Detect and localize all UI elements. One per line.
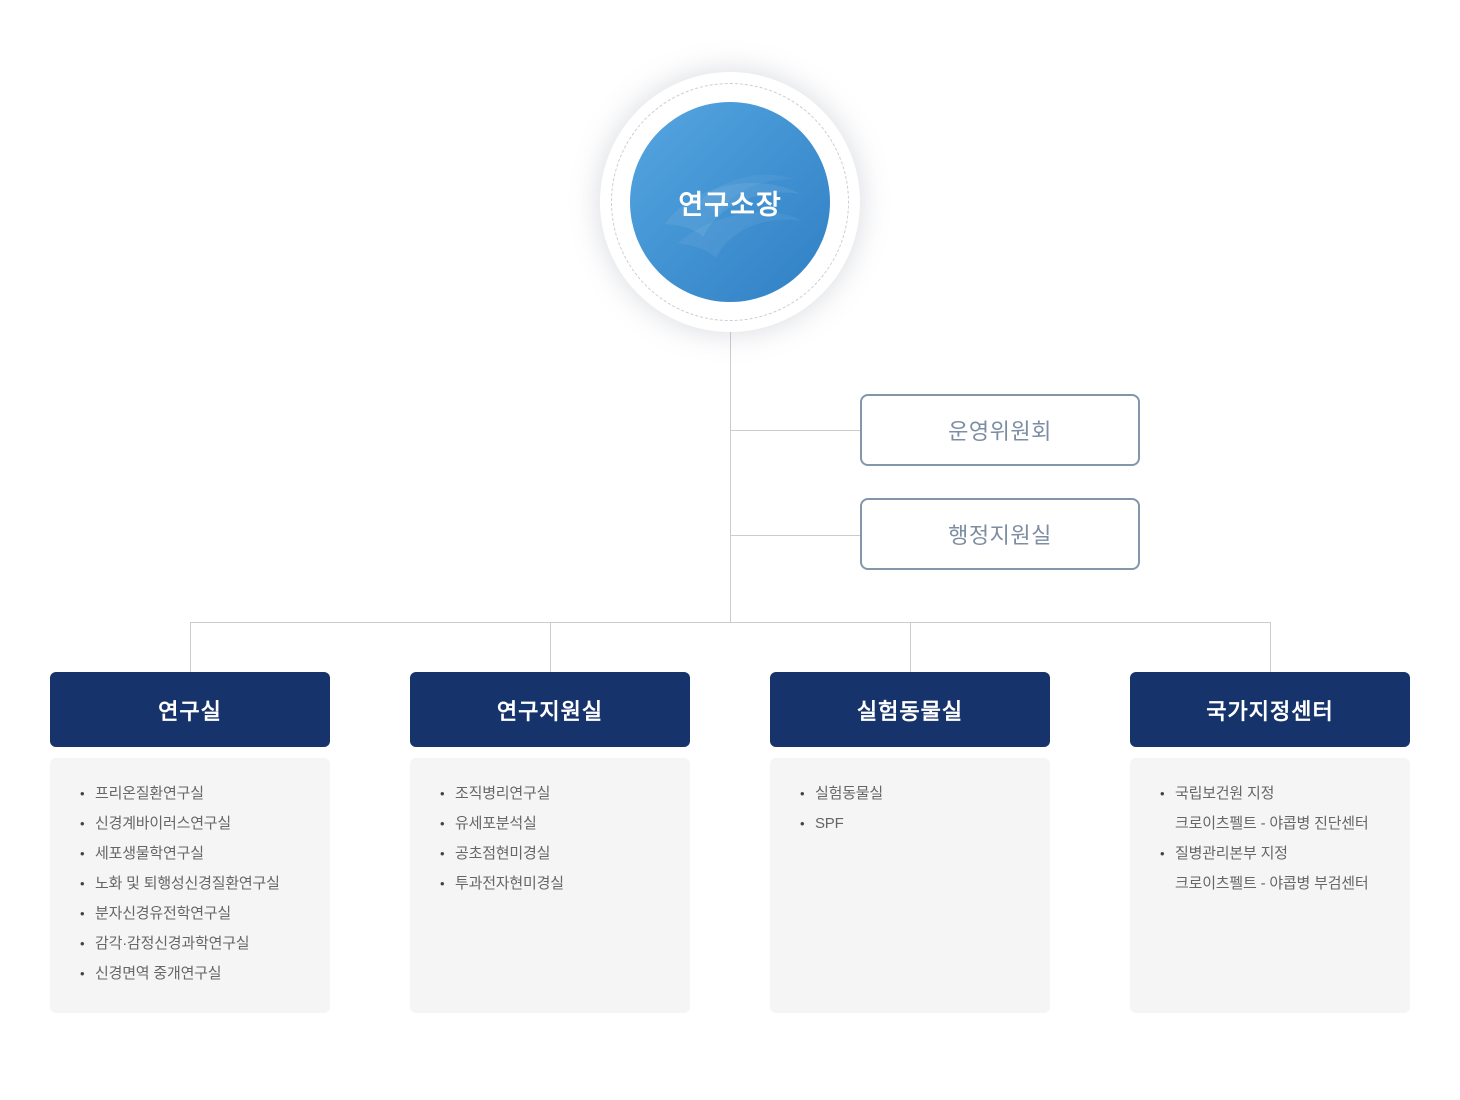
list-item: • 투과전자현미경실: [440, 869, 676, 899]
list-item: • 신경계바이러스연구실: [80, 809, 316, 839]
logo-watermark-icon: [665, 174, 803, 258]
staff-box-label: 행정지원실: [948, 523, 1052, 548]
root-node: 연구소장: [600, 72, 860, 332]
dept-header: 실험동물실: [770, 672, 1050, 747]
staff-box-label: 운영위원회: [948, 419, 1052, 444]
dept-item-list: • 실험동물실 • SPF: [770, 758, 1050, 1013]
list-item: • 노화 및 퇴행성신경질환연구실: [80, 869, 316, 899]
list-item-text: SPF: [815, 815, 844, 832]
list-item: • 감각·감정신경과학연구실: [80, 929, 316, 959]
dept-column-research-labs: 연구실 • 프리온질환연구실 • 신경계바이러스연구실 • 세포생물학연구실 • 노화 및 퇴…: [50, 672, 330, 1013]
list-item: • 분자신경유전학연구실: [80, 899, 316, 929]
list-item-text: 유세포분석실: [455, 815, 537, 832]
list-item: • 조직병리연구실: [440, 779, 676, 809]
list-item-text: 공초점현미경실: [455, 845, 551, 862]
bullet-icon: •: [80, 876, 85, 891]
list-item-text: 프리온질환연구실: [95, 785, 204, 802]
dept-title: 연구지원실: [496, 698, 604, 724]
bullet-icon: •: [80, 786, 85, 801]
staff-box-admin-support: 행정지원실: [860, 498, 1140, 570]
bullet-icon: •: [1160, 786, 1165, 801]
bullet-icon: •: [800, 816, 805, 831]
list-item: • 세포생물학연구실: [80, 839, 316, 869]
dept-header: 연구지원실: [410, 672, 690, 747]
list-item-text: 신경계바이러스연구실: [95, 815, 232, 832]
dept-item-list: • 프리온질환연구실 • 신경계바이러스연구실 • 세포생물학연구실 • 노화 및 퇴행성신경…: [50, 758, 330, 1013]
connector-branch-staff-1: [730, 430, 860, 431]
list-item-text: 세포생물학연구실: [95, 845, 204, 862]
dept-column-research-support: 연구지원실 • 조직병리연구실 • 유세포분석실 • 공초점현미경실 • 투과전자현미경실: [410, 672, 690, 1013]
dept-title: 실험동물실: [856, 698, 964, 724]
bullet-icon: •: [80, 816, 85, 831]
connector-stub-dept-3: [910, 622, 911, 672]
list-item: • 프리온질환연구실: [80, 779, 316, 809]
list-item-text: 투과전자현미경실: [455, 875, 564, 892]
list-item: • 유세포분석실: [440, 809, 676, 839]
list-item: • 신경면역 중개연구실: [80, 959, 316, 989]
bullet-icon: •: [1160, 846, 1165, 861]
dept-title: 연구실: [158, 698, 222, 724]
bullet-icon: •: [800, 786, 805, 801]
dept-item-list: • 조직병리연구실 • 유세포분석실 • 공초점현미경실 • 투과전자현미경실: [410, 758, 690, 1013]
connector-branch-staff-2: [730, 535, 860, 536]
connector-distributor: [190, 622, 1271, 623]
bullet-icon: •: [80, 936, 85, 951]
bullet-icon: •: [440, 846, 445, 861]
bullet-icon: •: [80, 906, 85, 921]
dept-header: 연구실: [50, 672, 330, 747]
dept-column-lab-animal: 실험동물실 • 실험동물실 • SPF: [770, 672, 1050, 1013]
dept-header: 국가지정센터: [1130, 672, 1410, 747]
connector-stub-dept-4: [1270, 622, 1271, 672]
list-item-text: 분자신경유전학연구실: [95, 905, 232, 922]
list-item-text: 조직병리연구실: [455, 785, 551, 802]
list-item-text: 실험동물실: [815, 785, 884, 802]
connector-stub-dept-1: [190, 622, 191, 672]
connector-stub-dept-2: [550, 622, 551, 672]
list-item-text: 신경면역 중개연구실: [95, 965, 222, 982]
list-item: • 공초점현미경실: [440, 839, 676, 869]
bullet-icon: •: [440, 786, 445, 801]
connector-trunk: [730, 330, 731, 622]
staff-box-steering-committee: 운영위원회: [860, 394, 1140, 466]
bullet-icon: •: [440, 816, 445, 831]
list-item: • SPF: [800, 809, 1036, 839]
list-item: • 실험동물실: [800, 779, 1036, 809]
root-circle: 연구소장: [630, 102, 830, 302]
bullet-icon: •: [80, 846, 85, 861]
list-item-text: 노화 및 퇴행성신경질환연구실: [95, 875, 280, 892]
bullet-icon: •: [440, 876, 445, 891]
root-label: 연구소장: [678, 189, 782, 220]
list-item-text: 감각·감정신경과학연구실: [95, 935, 250, 952]
root-dashed-ring: [611, 83, 849, 321]
bullet-icon: •: [80, 966, 85, 981]
dept-title: 국가지정센터: [1206, 698, 1334, 724]
